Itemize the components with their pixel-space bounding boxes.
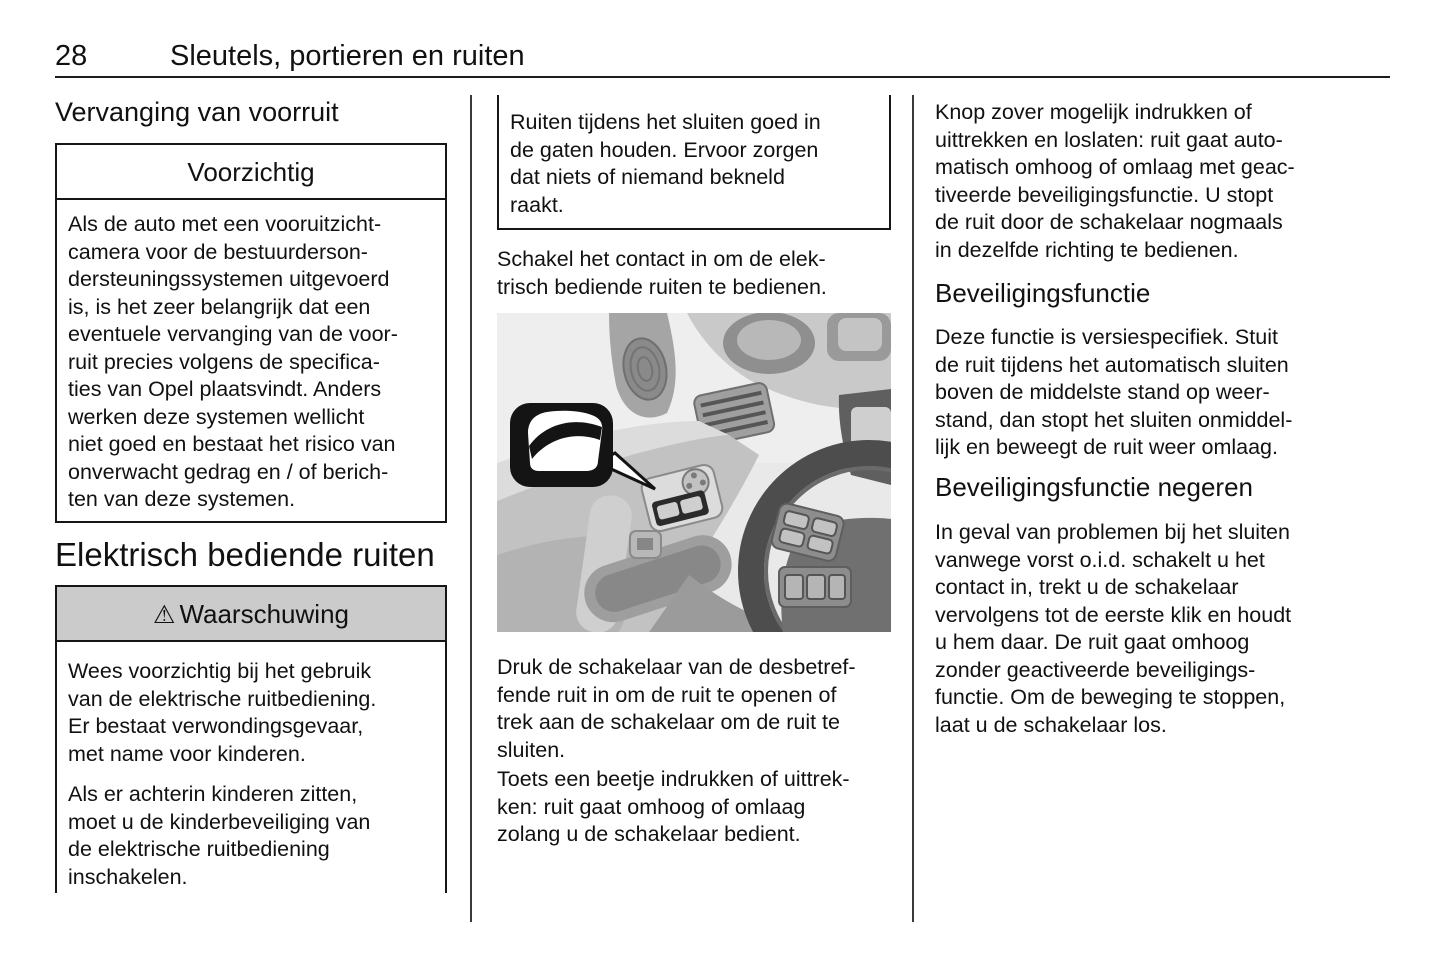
safety-function-heading: Beveiligingsfunctie [935,278,1151,308]
door-sill [497,421,729,501]
column-separator-1 [470,95,472,922]
left-column: Vervanging van voorruit Voorzichtig Als … [55,0,447,966]
warning-box-title: Waarschuwing [179,599,349,629]
chapter-title: Sleutels, portieren en ruiten [170,40,525,72]
speaker-grille [622,337,668,401]
warning-box: ⚠Waarschuwing Wees voorzichtig bij het g… [55,585,447,893]
window-switch-panel [640,463,724,533]
steering-wheel-buttons-upper [770,502,845,562]
windshield-heading: Vervanging van voorruit [55,97,339,127]
steering-wheel-rim [738,440,891,632]
warning-box-para1: Wees voorzichtig bij het gebruik van de … [68,659,377,766]
override-safety-heading: Beveiligingsfunctie negeren [935,472,1253,502]
warning-box-para2: Als er achterin kinderen zitten, moet u … [68,782,371,889]
column-separator-2 [912,95,914,922]
override-safety-paragraph: In geval van problemen bij het sluiten v… [935,520,1292,737]
power-windows-heading: Elektrisch bediende ruiten [55,536,435,573]
warning-triangle-icon: ⚠ [153,601,176,629]
header-rule [55,76,1390,78]
caution-box: Voorzichtig Als de auto met een vooruitz… [55,143,447,523]
warning-box-continuation: Ruiten tijdens het sluiten goed in de ga… [497,95,891,230]
safety-function-paragraph: Deze functie is versiespecifiek. Stuit d… [935,325,1293,459]
ignition-paragraph: Schakel het contact in om de elek- trisc… [497,247,827,299]
caution-box-title: Voorzichtig [57,145,445,200]
auto-mode-paragraph: Knop zover mogelijk indrukken of uittrek… [935,100,1295,262]
middle-column: Ruiten tijdens het sluiten goed in de ga… [497,0,891,966]
page-number: 28 [55,40,88,72]
switch-paragraph: Druk de schakelaar van de desbetref- fen… [497,655,856,762]
door-window-switch-illustration [497,313,891,632]
door-pull-recess [584,535,732,623]
tap-paragraph: Toets een beetje indrukken of uittrek- k… [497,767,850,846]
caution-box-body: Als de auto met een vooruitzicht- camera… [68,212,398,511]
steering-wheel-buttons-lower [778,566,852,608]
warning-box-continuation-text: Ruiten tijdens het sluiten goed in de ga… [510,110,821,217]
power-window-icon [510,403,613,487]
warning-box-header: ⚠Waarschuwing [57,587,445,642]
right-column: Knop zover mogelijk indrukken of uittrek… [935,0,1341,966]
